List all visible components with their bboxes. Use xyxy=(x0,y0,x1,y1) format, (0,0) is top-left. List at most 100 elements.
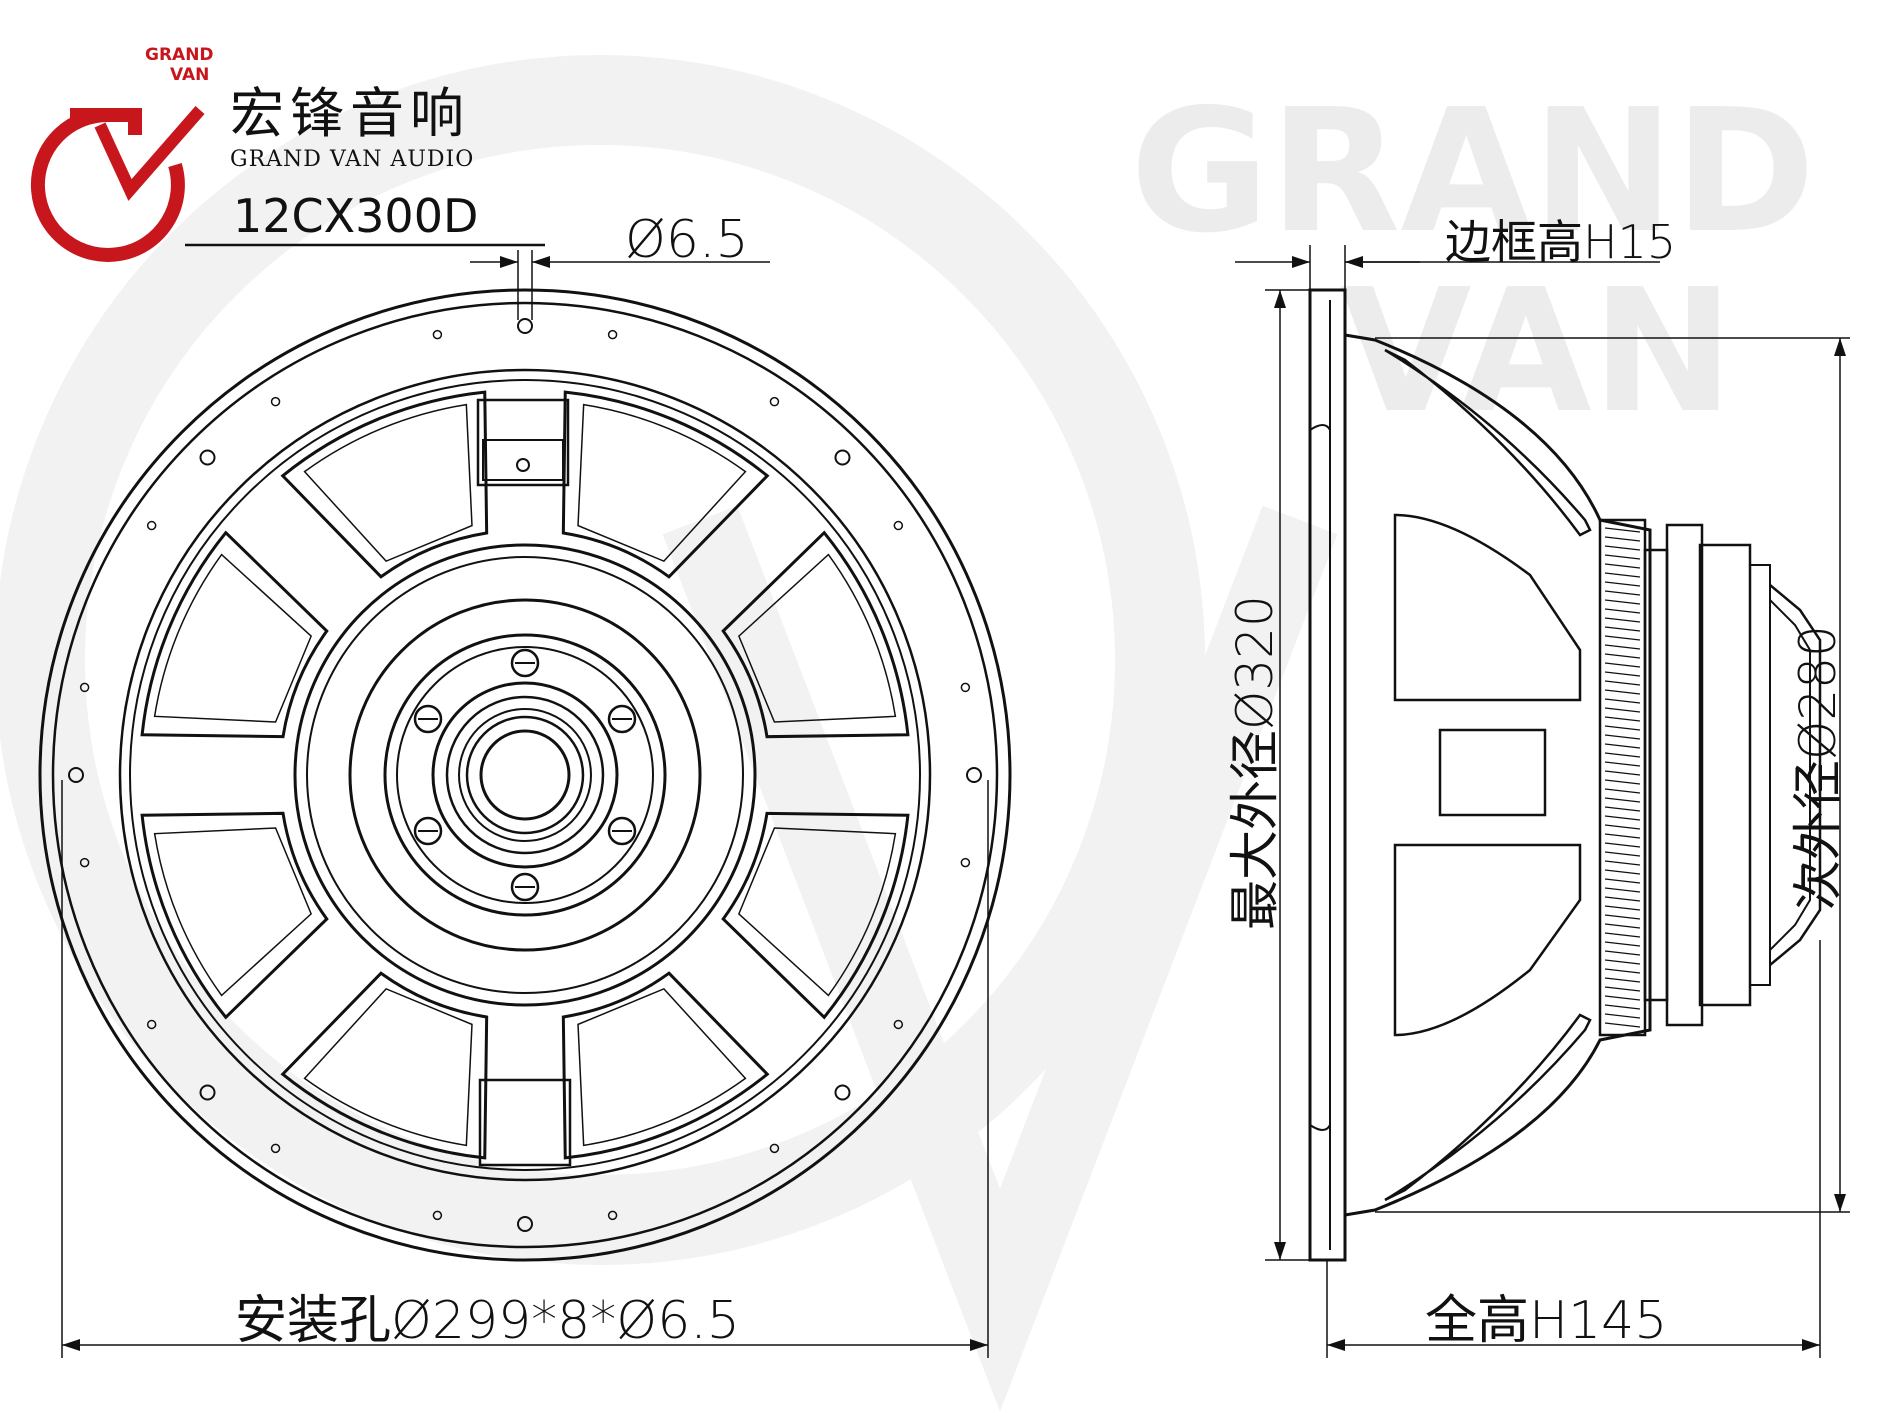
magnet-rib xyxy=(1604,689,1641,695)
magnet-rib xyxy=(1604,536,1641,542)
rim-dot xyxy=(960,857,971,868)
front-view xyxy=(38,288,1012,1262)
magnet-rib xyxy=(1604,545,1641,551)
throat-opening xyxy=(479,729,571,821)
magnet-rib xyxy=(1604,779,1641,785)
magnet-rib xyxy=(1604,1004,1641,1010)
brand-logo: GRAND VAN 宏锋音响 GRAND VAN AUDIO xyxy=(30,45,474,262)
mounting-hole xyxy=(834,449,851,466)
basket-window-lower xyxy=(1393,843,1582,1037)
magnet-rib xyxy=(1604,896,1641,902)
brand-name-en: GRAND VAN AUDIO xyxy=(230,147,474,172)
mounting-hole xyxy=(966,767,982,783)
magnet-rib xyxy=(1604,527,1641,533)
magnet-rib xyxy=(1604,770,1641,776)
magnet-rib xyxy=(1604,923,1641,929)
magnet-rib xyxy=(1604,761,1641,767)
magnet-rib xyxy=(1604,905,1641,911)
rim-dot xyxy=(146,1019,157,1030)
magnet-rib xyxy=(1604,887,1641,893)
side-view xyxy=(1308,288,1822,1262)
terminal-side xyxy=(1438,728,1547,817)
side-dimensions: 边框高H15 最大外径Ø320 次外径Ø280 全高H145 xyxy=(1226,215,1850,1358)
hole-dimension: Ø6.5 xyxy=(470,210,770,320)
frame-height-label: 边框高H15 xyxy=(1445,215,1676,269)
spoke-window-inner xyxy=(153,553,313,723)
magnet-rib xyxy=(1604,1022,1641,1028)
screw-head xyxy=(413,704,443,734)
logo-ring-icon xyxy=(30,107,185,262)
magnet-rib xyxy=(1604,833,1641,839)
magnet-rib xyxy=(1604,635,1641,641)
magnet-rib xyxy=(1604,950,1641,956)
spoke-window-inner xyxy=(577,403,747,563)
basket-profile xyxy=(1344,333,1652,1217)
magnet-rib xyxy=(1604,554,1641,560)
spoke-window xyxy=(280,971,489,1160)
magnet-rib xyxy=(1604,797,1641,803)
magnet-rib xyxy=(1604,788,1641,794)
frame-spokes xyxy=(140,390,910,1160)
frame-outer-ring xyxy=(38,288,1012,1262)
magnet-rib xyxy=(1604,869,1641,875)
logo-text-top: GRAND xyxy=(145,45,214,65)
magnet-outer-ring xyxy=(293,543,757,1007)
magnet-rib xyxy=(1604,860,1641,866)
max-outer-dia-label: 最大外径Ø320 xyxy=(1226,595,1284,930)
magnet-rib xyxy=(1604,716,1641,722)
magnet-rib xyxy=(1604,599,1641,605)
magnet-rib xyxy=(1604,986,1641,992)
spoke-window xyxy=(140,811,329,1020)
watermark: GRAND VAN xyxy=(0,55,1815,1412)
magnet-rib xyxy=(1604,572,1641,578)
back-plate xyxy=(1665,523,1704,1027)
compression-driver xyxy=(431,681,619,869)
mounting-hole xyxy=(199,449,216,466)
rim-dot xyxy=(432,1210,443,1221)
mounting-hole xyxy=(517,1216,533,1232)
magnet-rib xyxy=(1604,725,1641,731)
magnet-rib xyxy=(1604,977,1641,983)
magnet-rib xyxy=(1604,563,1641,569)
logo-text-bottom: VAN xyxy=(170,65,209,85)
rim-dot xyxy=(769,396,780,407)
magnet-rib xyxy=(1604,608,1641,614)
magnet-rib xyxy=(1604,1013,1641,1019)
spoke-window-inner xyxy=(737,553,897,723)
watermark-text-2: VAN xyxy=(1340,253,1734,451)
magnet-rib xyxy=(1604,626,1641,632)
magnet-rib xyxy=(1604,680,1641,686)
spoke-window-inner xyxy=(303,987,473,1147)
magnet-rib xyxy=(1604,617,1641,623)
spoke-window-inner xyxy=(737,827,897,997)
rim-dot xyxy=(769,1143,780,1154)
rim-dot xyxy=(960,682,971,693)
magnet-rib xyxy=(1604,707,1641,713)
spoke-window xyxy=(721,811,910,1020)
secondary-outer-dia-label: 次外径Ø280 xyxy=(1789,625,1847,910)
basket-window-upper xyxy=(1393,513,1582,702)
magnet-rib xyxy=(1604,878,1641,884)
screw-head xyxy=(607,704,637,734)
magnet-housing xyxy=(1598,518,1647,1037)
spoke-window-inner xyxy=(303,403,473,563)
magnet-rib xyxy=(1604,941,1641,947)
magnet-rib xyxy=(1604,842,1641,848)
rim-dot xyxy=(146,520,157,531)
magnet-rib xyxy=(1604,914,1641,920)
rim-dot xyxy=(607,1210,618,1221)
mounting-hole xyxy=(68,767,84,783)
logo-g-bar-icon xyxy=(70,108,142,135)
model-label: 12CX300D xyxy=(233,189,478,243)
spoke-window xyxy=(280,390,489,579)
mounting-holes-label: 安装孔Ø299*8*Ø6.5 xyxy=(235,1291,740,1351)
vent-block xyxy=(478,1078,572,1167)
magnet-rib xyxy=(1604,932,1641,938)
rear-cap xyxy=(1769,584,1822,966)
mounting-hole xyxy=(199,1084,216,1101)
brand-name-cn: 宏锋音响 xyxy=(230,82,470,145)
mounting-holes xyxy=(68,318,982,1232)
rim-dot xyxy=(79,857,90,868)
magnet-rib xyxy=(1604,824,1641,830)
screw-head xyxy=(607,816,637,846)
